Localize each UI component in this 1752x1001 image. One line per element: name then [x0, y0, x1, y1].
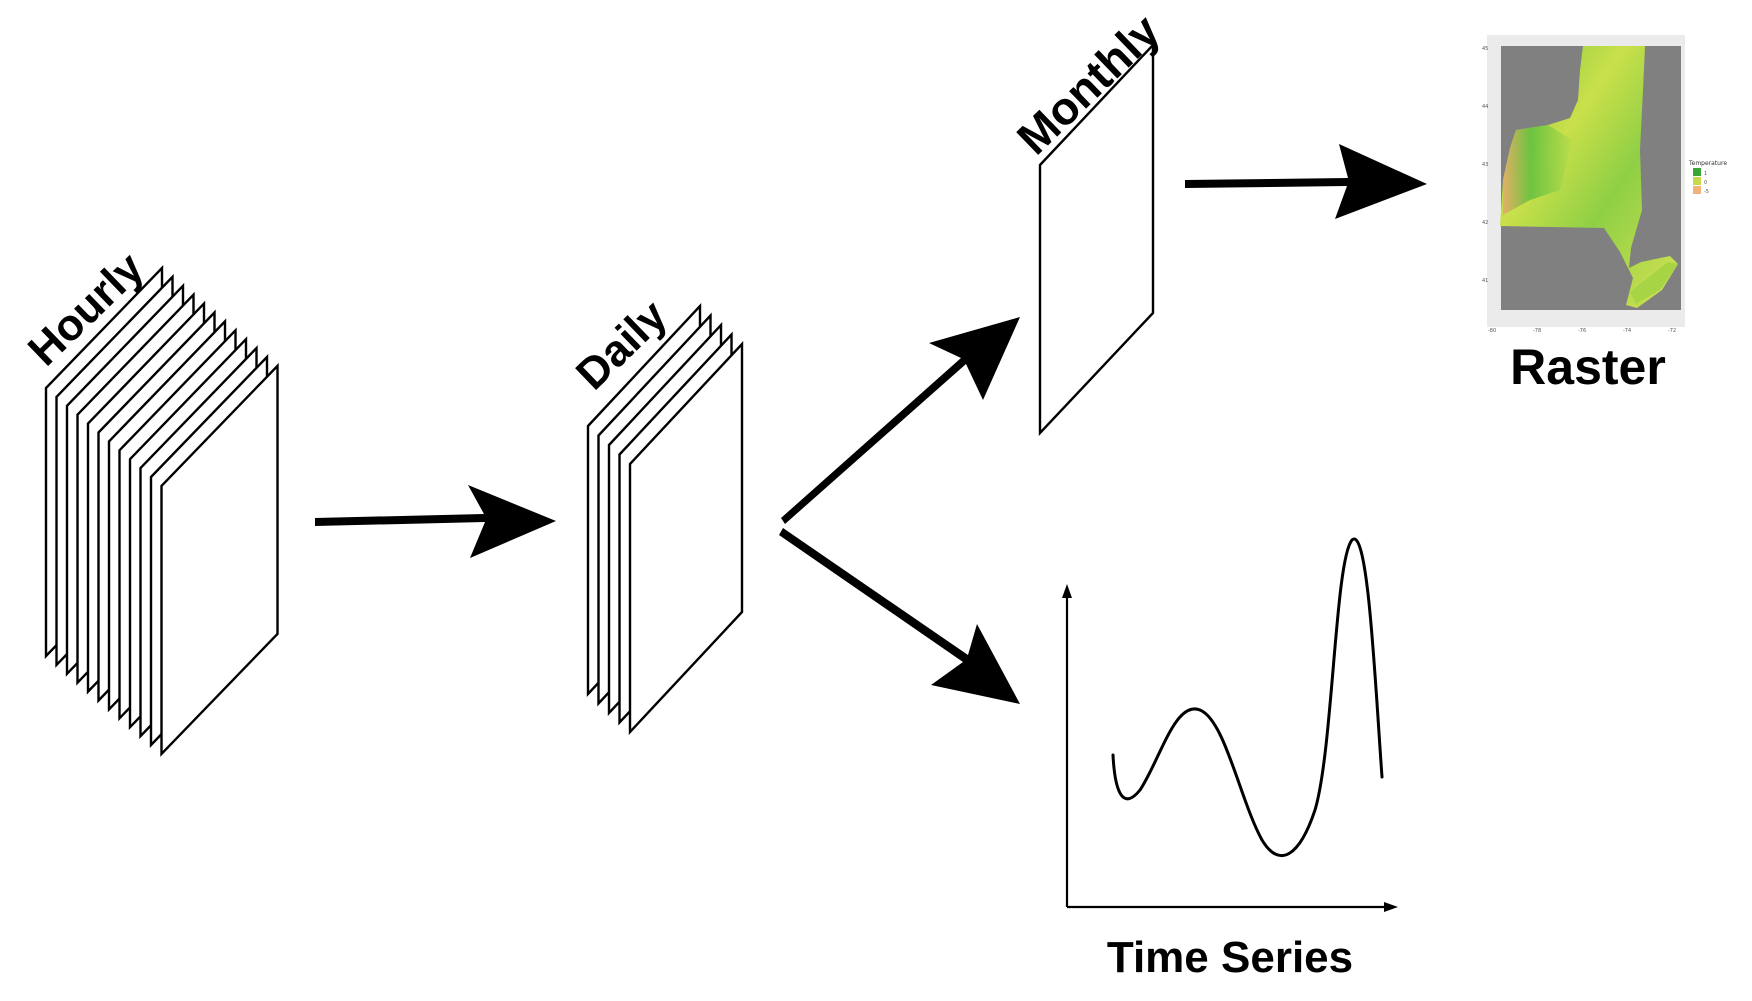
raster-long-island: [1630, 262, 1678, 304]
svg-text:-72: -72: [1668, 328, 1676, 334]
monthly-sheet: [1038, 41, 1155, 437]
raster-legend: Temperature 1 0 -5: [1688, 160, 1727, 195]
legend-label-1: 1: [1704, 171, 1707, 177]
legend-swatch-1: [1693, 168, 1701, 176]
svg-text:44: 44: [1482, 104, 1488, 110]
legend-swatch-2: [1693, 177, 1701, 185]
legend-label-3: -5: [1704, 189, 1709, 195]
y-axis-arrowhead: [1062, 584, 1072, 598]
legend-title: Temperature: [1688, 160, 1727, 167]
time-series-curve: [1111, 537, 1384, 858]
x-axis-arrowhead: [1384, 902, 1398, 912]
svg-text:-80: -80: [1488, 328, 1496, 334]
svg-text:-78: -78: [1533, 328, 1541, 334]
time-series-plot: [1062, 537, 1398, 912]
daily-sheet-stack: [586, 302, 744, 736]
hourly-sheet-12: [160, 362, 279, 757]
raster-map: 45 44 43 42 41 -80 -78 -76 -74 -72 Tempe…: [1482, 35, 1727, 334]
time-series-label: Time Series: [1107, 933, 1353, 982]
daily-sheet-5: [628, 340, 744, 736]
hourly-sheet-stack: [44, 265, 279, 757]
raster-state-shape: [1500, 46, 1678, 308]
raster-west-region: [1503, 125, 1572, 215]
legend-swatch-3: [1693, 186, 1701, 194]
raster-label: Raster: [1510, 339, 1666, 395]
svg-text:-76: -76: [1578, 328, 1586, 334]
svg-text:42: 42: [1482, 220, 1488, 226]
svg-text:-74: -74: [1623, 328, 1631, 334]
svg-text:41: 41: [1482, 278, 1488, 284]
svg-text:43: 43: [1482, 162, 1488, 168]
legend-label-2: 0: [1704, 180, 1707, 186]
arrow-daily-to-time-series: [779, 528, 1020, 704]
arrow-monthly-to-raster: [1185, 144, 1427, 219]
monthly-sheet-1: [1038, 41, 1155, 437]
svg-text:45: 45: [1482, 46, 1488, 52]
raster-y-ticks: 45 44 43 42 41: [1482, 46, 1488, 284]
arrow-daily-to-monthly: [781, 317, 1020, 524]
raster-x-ticks: -80 -78 -76 -74 -72: [1488, 328, 1676, 334]
arrow-hourly-to-daily: [315, 485, 556, 558]
